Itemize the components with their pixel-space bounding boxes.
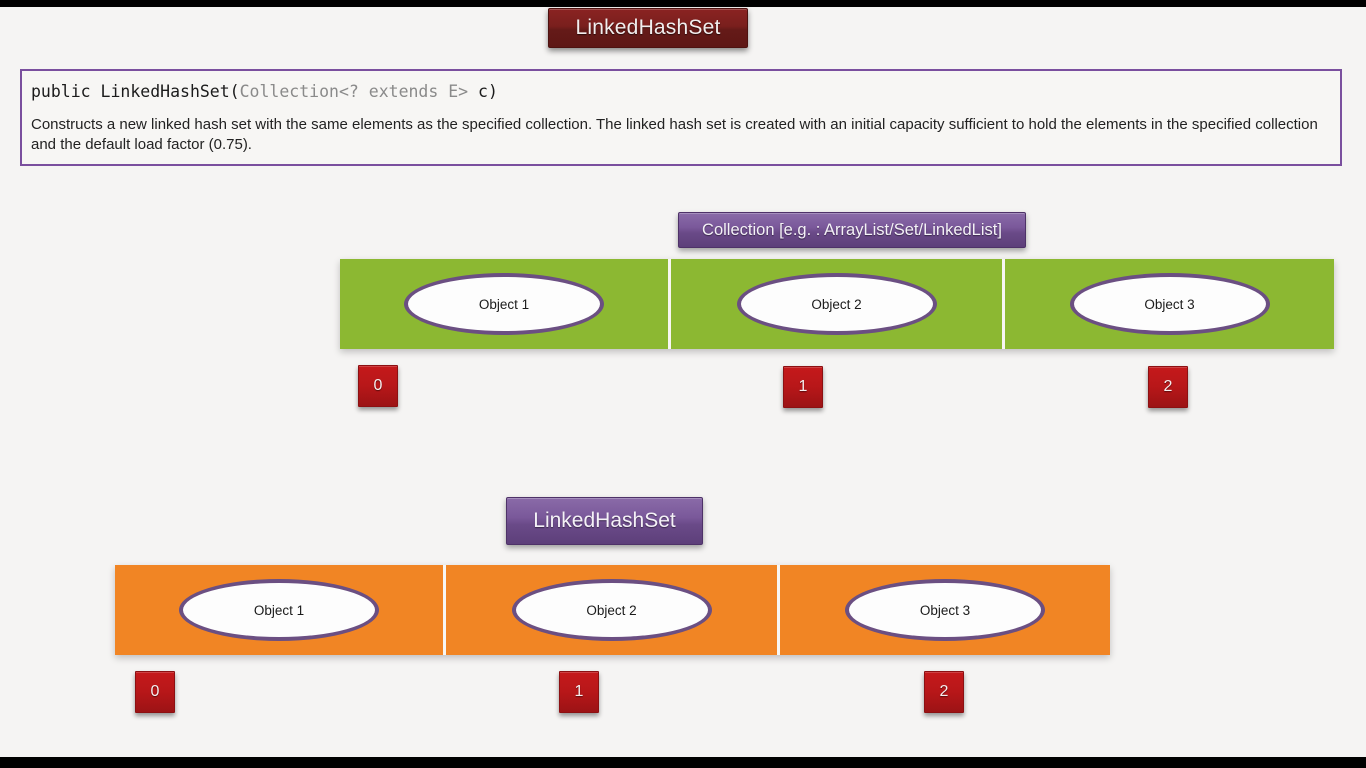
source-object-ellipse-2: Object 3 xyxy=(1069,273,1270,335)
collection-label-text: Collection [e.g. : ArrayList/Set/LinkedL… xyxy=(702,220,1002,239)
target-linkedhashset-bar: Object 1 Object 2 Object 3 xyxy=(115,565,1110,655)
target-cell-2: Object 3 xyxy=(777,565,1110,655)
source-index-text-1: 1 xyxy=(798,378,808,395)
signature-generic: Collection<? extends E> xyxy=(239,82,469,101)
javadoc-panel: public LinkedHashSet(Collection<? extend… xyxy=(20,69,1342,166)
source-collection-bar: Object 1 Object 2 Object 3 xyxy=(340,259,1334,349)
source-index-badge-2: 2 xyxy=(1148,366,1188,408)
page-title-chip: LinkedHashSet xyxy=(548,8,748,48)
target-object-label-1: Object 2 xyxy=(586,602,637,618)
target-index-badge-1: 1 xyxy=(559,671,599,713)
target-index-badge-2: 2 xyxy=(924,671,964,713)
source-index-badge-0: 0 xyxy=(358,365,398,407)
constructor-description: Constructs a new linked hash set with th… xyxy=(31,116,1318,153)
target-index-badge-0: 0 xyxy=(135,671,175,713)
target-index-text-0: 0 xyxy=(150,683,160,700)
source-index-text-2: 2 xyxy=(1163,378,1173,395)
target-object-ellipse-0: Object 1 xyxy=(179,579,379,641)
source-cell-2: Object 3 xyxy=(1002,259,1334,349)
source-object-ellipse-1: Object 2 xyxy=(736,273,937,335)
target-index-text-1: 1 xyxy=(574,683,584,700)
letterbox-top xyxy=(0,0,1366,7)
letterbox-bottom xyxy=(0,757,1366,768)
source-index-badge-1: 1 xyxy=(783,366,823,408)
target-object-label-0: Object 1 xyxy=(253,602,305,618)
target-object-ellipse-1: Object 2 xyxy=(511,579,712,641)
source-object-label-1: Object 2 xyxy=(811,296,862,312)
linkedhashset-label-chip: LinkedHashSet xyxy=(506,497,703,545)
source-object-ellipse-0: Object 1 xyxy=(404,273,604,335)
target-object-ellipse-2: Object 3 xyxy=(845,579,1045,641)
page-title: LinkedHashSet xyxy=(575,16,721,39)
source-object-label-2: Object 3 xyxy=(1144,296,1195,312)
source-index-text-0: 0 xyxy=(373,377,383,394)
constructor-signature: public LinkedHashSet(Collection<? extend… xyxy=(31,82,1331,101)
source-cell-1: Object 2 xyxy=(668,259,1002,349)
collection-label-chip: Collection [e.g. : ArrayList/Set/LinkedL… xyxy=(678,212,1026,248)
linkedhashset-label-text: LinkedHashSet xyxy=(533,509,676,532)
target-cell-1: Object 2 xyxy=(443,565,777,655)
signature-prefix: public LinkedHashSet( xyxy=(31,82,240,101)
signature-suffix: c) xyxy=(468,82,498,101)
source-object-label-0: Object 1 xyxy=(478,296,530,312)
target-cell-0: Object 1 xyxy=(115,565,444,655)
target-index-text-2: 2 xyxy=(939,683,949,700)
source-cell-0: Object 1 xyxy=(340,259,669,349)
target-object-label-2: Object 3 xyxy=(919,602,971,618)
